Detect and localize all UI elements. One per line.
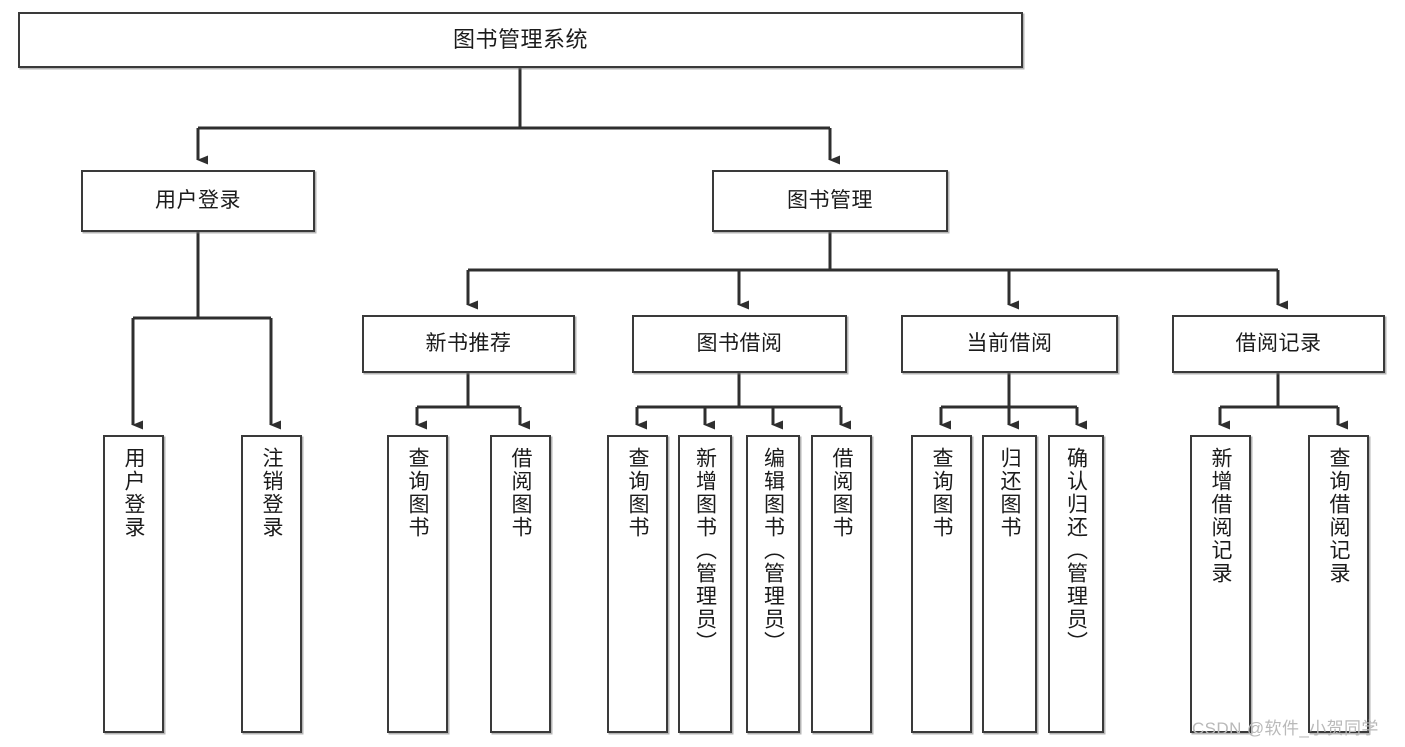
node-label: 用户登录	[122, 447, 145, 539]
node-current-borrow[interactable]: 当前借阅	[901, 315, 1118, 373]
leaf-current-borrow-confirm[interactable]: 确认归还（管理员）	[1048, 435, 1104, 733]
leaf-book-borrow-lend[interactable]: 借阅图书	[811, 435, 872, 733]
node-label: 新增借阅记录	[1209, 447, 1232, 585]
node-user-login[interactable]: 用户登录	[81, 170, 315, 232]
node-label: 查询图书	[930, 447, 953, 539]
leaf-book-borrow-edit[interactable]: 编辑图书（管理员）	[746, 435, 800, 733]
node-root-system[interactable]: 图书管理系统	[18, 12, 1023, 68]
leaf-book-borrow-query[interactable]: 查询图书	[607, 435, 668, 733]
leaf-user-login-signout[interactable]: 注销登录	[241, 435, 302, 733]
node-borrow-record[interactable]: 借阅记录	[1172, 315, 1385, 373]
node-label: 用户登录	[155, 188, 241, 212]
node-label: 查询图书	[406, 447, 429, 539]
node-label: 借阅记录	[1235, 331, 1322, 355]
node-label: 当前借阅	[966, 331, 1053, 355]
node-label: 查询借阅记录	[1327, 447, 1350, 585]
node-label: 编辑图书（管理员）	[761, 447, 785, 654]
node-label: 新书推荐	[425, 331, 512, 355]
leaf-user-login-signin[interactable]: 用户登录	[103, 435, 164, 733]
node-label: 图书管理	[787, 188, 873, 212]
leaf-borrow-record-query[interactable]: 查询借阅记录	[1308, 435, 1369, 733]
node-book-management[interactable]: 图书管理	[712, 170, 948, 232]
leaf-new-book-borrow[interactable]: 借阅图书	[490, 435, 551, 733]
node-label: 借阅图书	[830, 447, 853, 539]
node-label: 确认归还（管理员）	[1064, 447, 1088, 654]
node-label: 注销登录	[260, 447, 283, 539]
leaf-book-borrow-add[interactable]: 新增图书（管理员）	[678, 435, 732, 733]
node-label: 查询图书	[626, 447, 649, 539]
leaf-new-book-query[interactable]: 查询图书	[387, 435, 448, 733]
node-label: 新增图书（管理员）	[693, 447, 717, 654]
leaf-borrow-record-add[interactable]: 新增借阅记录	[1190, 435, 1251, 733]
watermark-text: CSDN @软件_小贺同学	[1192, 719, 1379, 738]
csdn-watermark: CSDN @软件_小贺同学	[1192, 714, 1379, 739]
node-label: 图书借阅	[696, 331, 783, 355]
leaf-current-borrow-query[interactable]: 查询图书	[911, 435, 972, 733]
node-new-book-recommend[interactable]: 新书推荐	[362, 315, 575, 373]
node-book-borrow[interactable]: 图书借阅	[632, 315, 847, 373]
node-label: 归还图书	[998, 447, 1021, 539]
node-label: 图书管理系统	[452, 27, 588, 53]
leaf-current-borrow-return[interactable]: 归还图书	[982, 435, 1037, 733]
node-label: 借阅图书	[509, 447, 532, 539]
